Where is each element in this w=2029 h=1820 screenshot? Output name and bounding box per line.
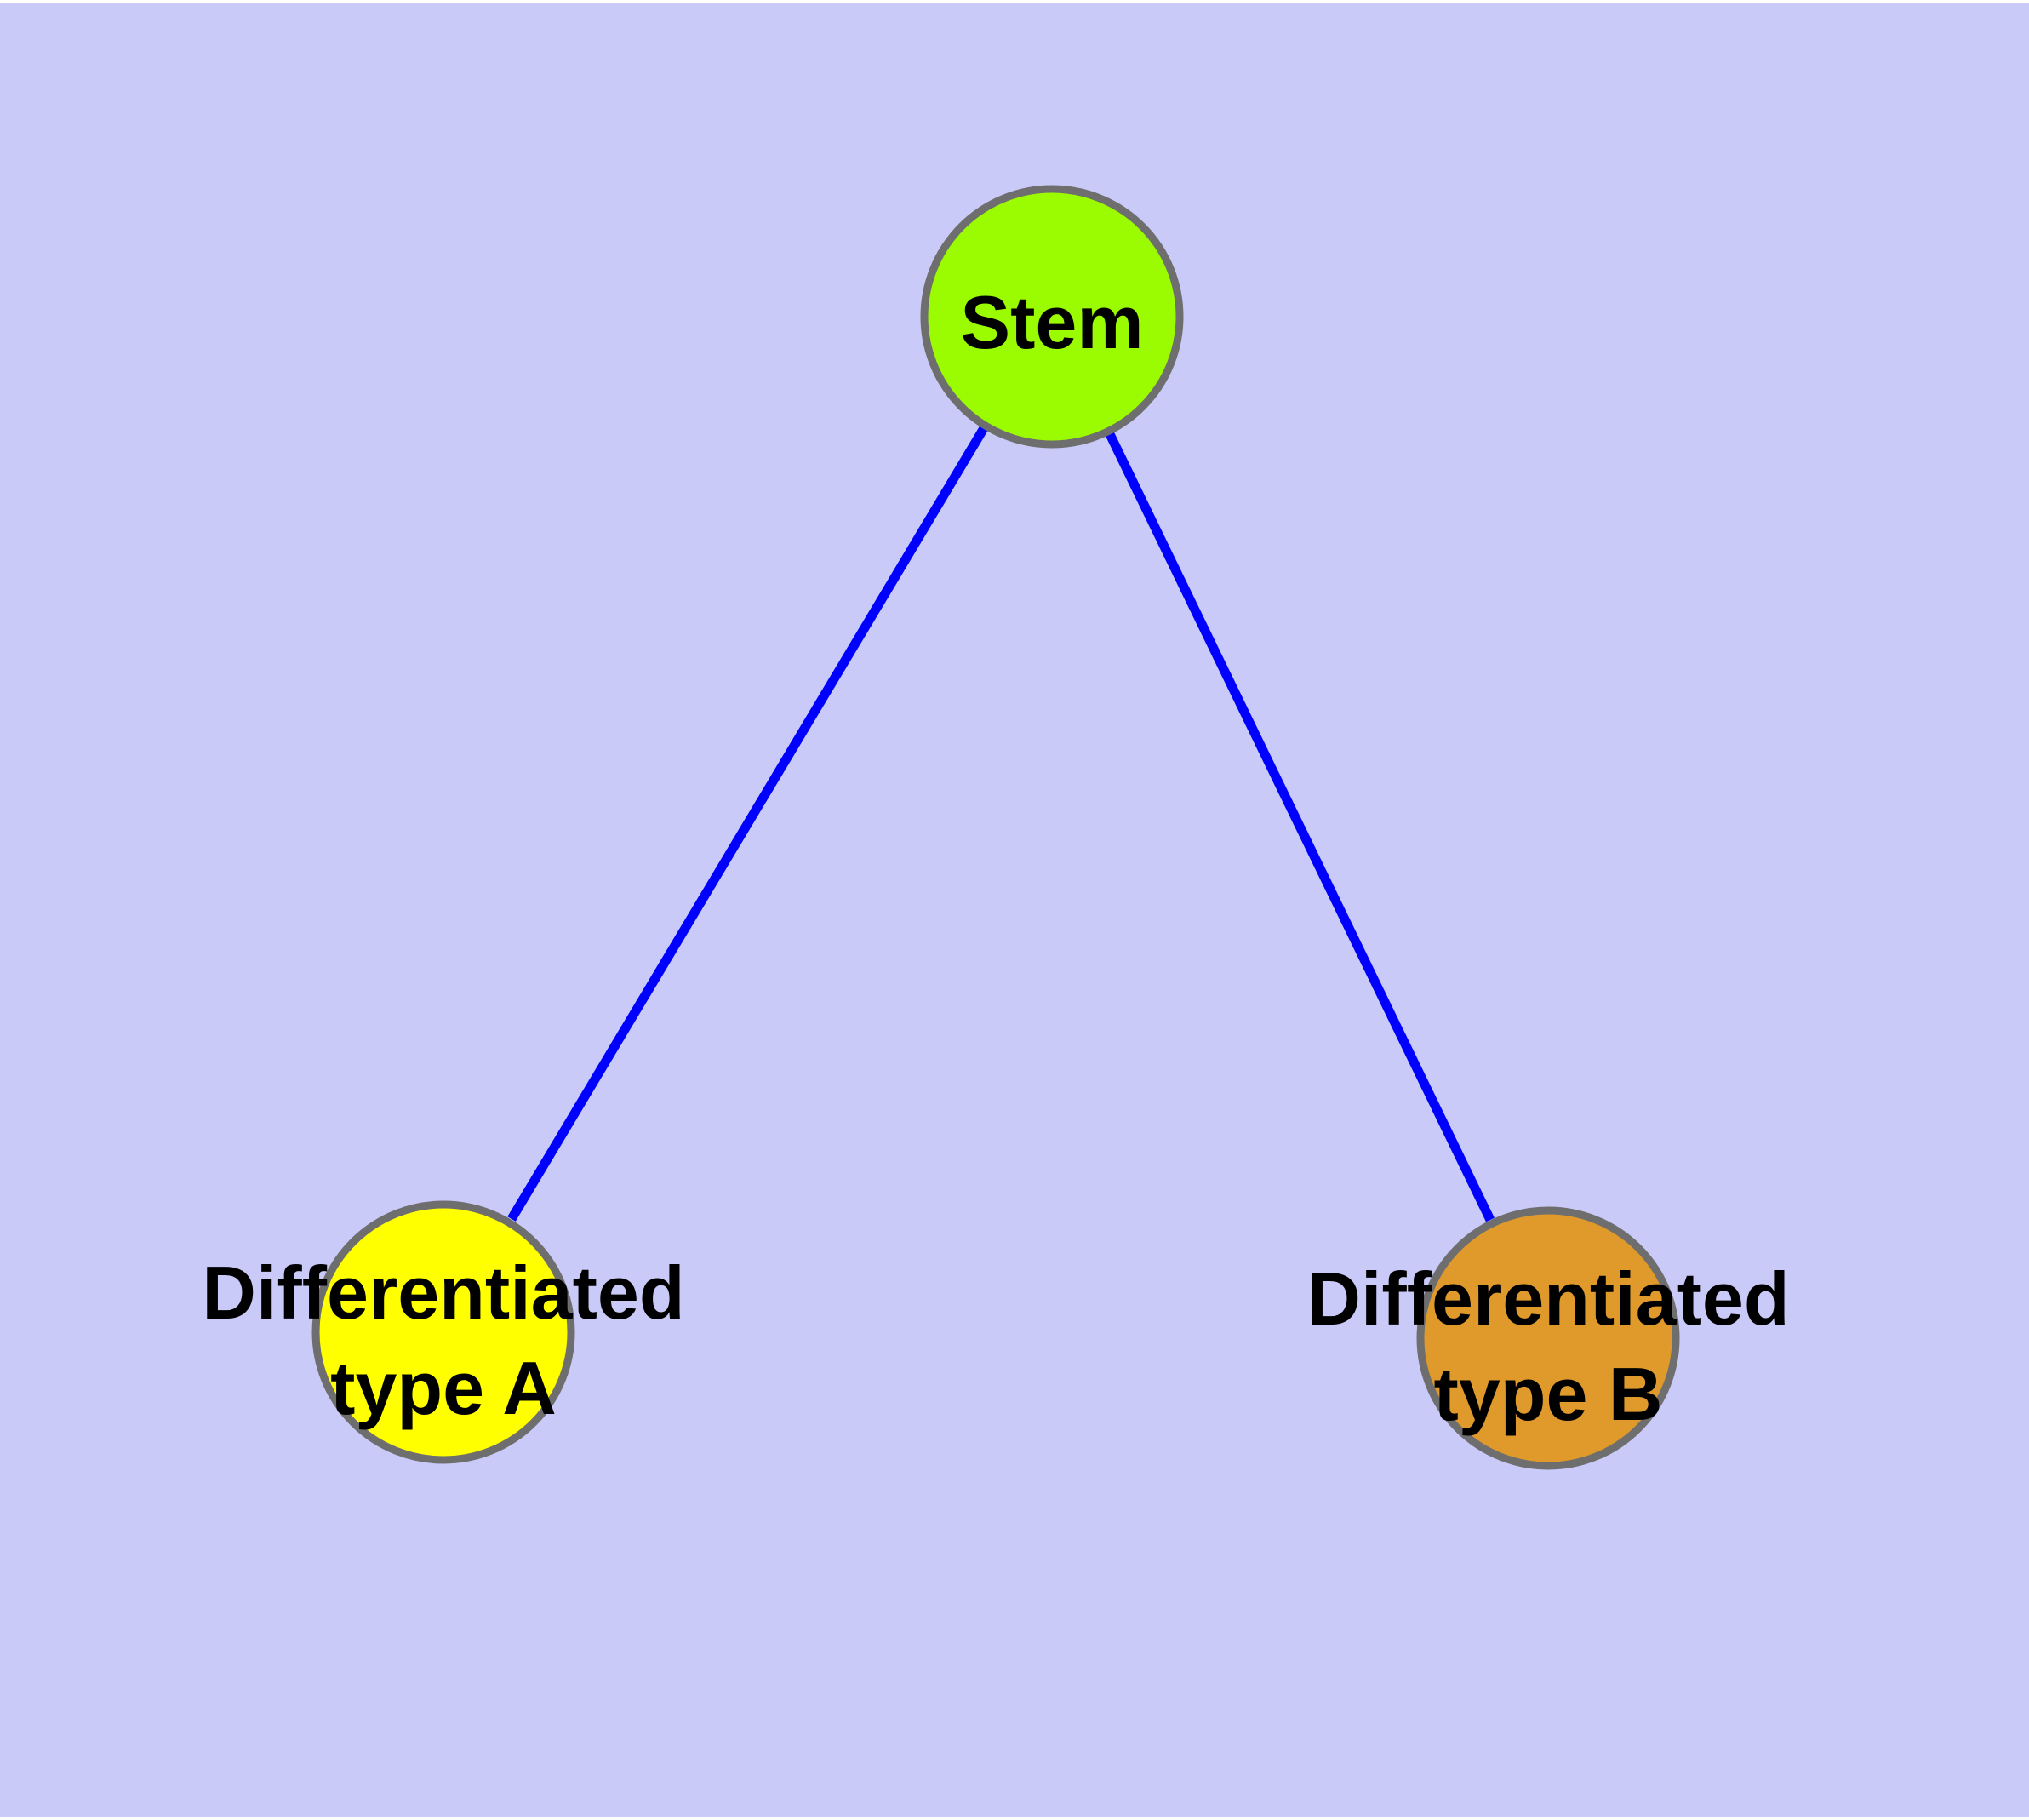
node-stem-circle: [920, 185, 1184, 449]
node-type-b-label-line2: type B: [1434, 1352, 1663, 1436]
node-type-b-label-line1: Differentiated: [1306, 1256, 1789, 1341]
node-type-b-circle: [1416, 1206, 1680, 1470]
edge-stem-to-type-a: [507, 426, 988, 1222]
node-type-a-label-line1: Differentiated: [202, 1251, 684, 1335]
node-type-a-circle: [311, 1200, 575, 1464]
node-type-a-label-line2: type A: [330, 1346, 557, 1430]
node-stem-label: Stem: [960, 280, 1143, 364]
edge-stem-to-type-b: [1106, 432, 1495, 1222]
